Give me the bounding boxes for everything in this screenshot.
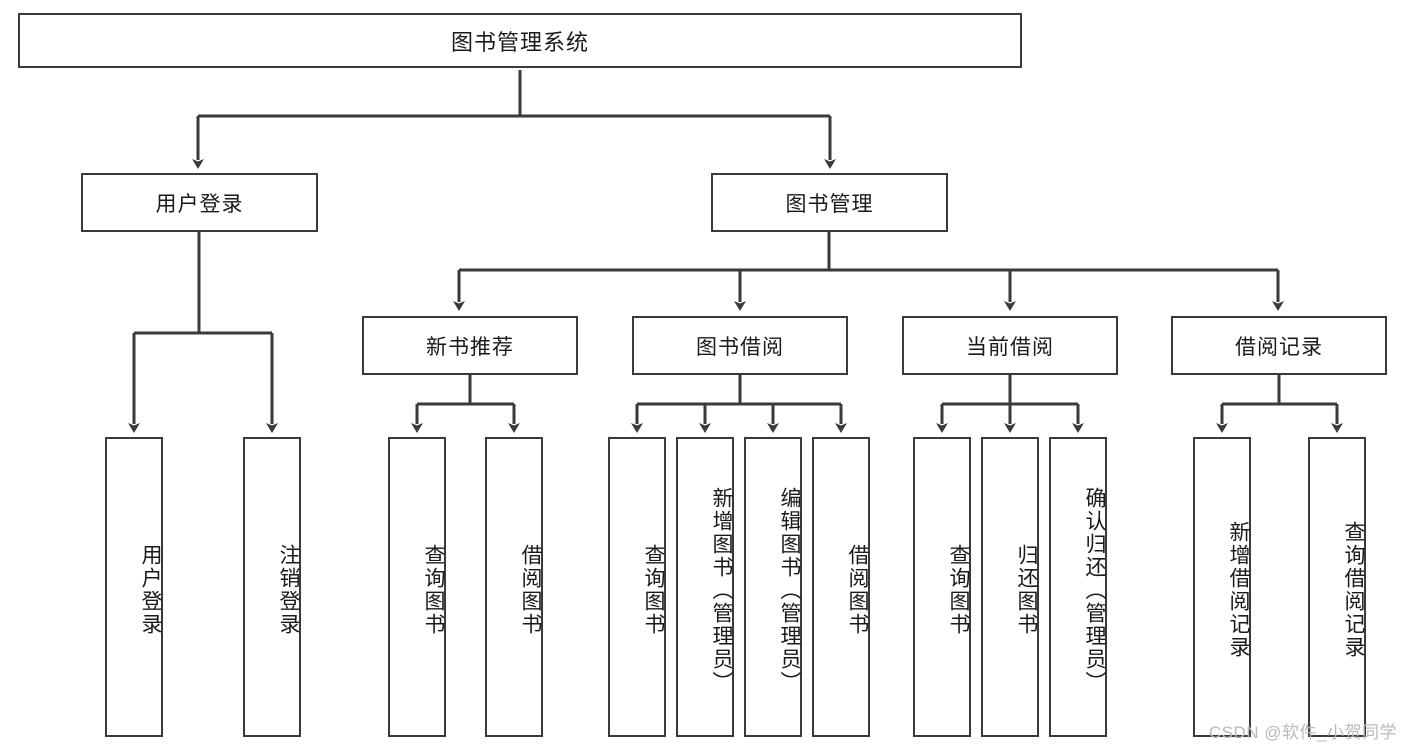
leaf-book-borrow-query[interactable]: 查询图书 (608, 437, 666, 737)
node-label: 查询图书 (947, 544, 970, 636)
node-label: 借阅记录 (1235, 335, 1323, 359)
node-user-login[interactable]: 用户登录 (81, 173, 318, 232)
node-label: 查询借阅记录 (1342, 521, 1365, 659)
node-label: 编辑图书（管理员） (778, 486, 801, 694)
node-label: 借阅图书 (519, 544, 542, 636)
node-label: 新书推荐 (426, 335, 514, 359)
node-label: 归还图书 (1015, 544, 1038, 636)
leaf-current-borrow-query[interactable]: 查询图书 (913, 437, 971, 737)
leaf-new-book-borrow[interactable]: 借阅图书 (485, 437, 543, 737)
node-label: 图书借阅 (696, 335, 784, 359)
node-label: 用户登录 (155, 192, 244, 216)
node-book-borrow[interactable]: 图书借阅 (632, 316, 848, 375)
watermark-text: CSDN @软件_小贺同学 (1208, 723, 1397, 742)
leaf-user-login-login[interactable]: 用户登录 (105, 437, 163, 737)
node-label: 借阅图书 (846, 544, 869, 636)
leaf-borrow-record-query[interactable]: 查询借阅记录 (1308, 437, 1366, 737)
node-label: 新增借阅记录 (1227, 521, 1250, 659)
node-label: 查询图书 (642, 544, 665, 636)
node-label: 图书管理系统 (450, 29, 589, 55)
node-current-borrow[interactable]: 当前借阅 (902, 316, 1118, 375)
leaf-borrow-record-add[interactable]: 新增借阅记录 (1193, 437, 1251, 737)
node-book-management[interactable]: 图书管理 (711, 173, 948, 232)
leaf-new-book-query[interactable]: 查询图书 (388, 437, 446, 737)
leaf-book-borrow-add[interactable]: 新增图书（管理员） (676, 437, 734, 737)
node-label: 确认归还（管理员） (1083, 486, 1106, 694)
leaf-current-borrow-confirm-return[interactable]: 确认归还（管理员） (1049, 437, 1107, 737)
node-new-book-recommend[interactable]: 新书推荐 (362, 316, 578, 375)
node-label: 新增图书（管理员） (710, 486, 733, 694)
node-root-system[interactable]: 图书管理系统 (18, 13, 1022, 68)
leaf-current-borrow-return[interactable]: 归还图书 (981, 437, 1039, 737)
leaf-book-borrow-edit[interactable]: 编辑图书（管理员） (744, 437, 802, 737)
leaf-user-login-logout[interactable]: 注销登录 (243, 437, 301, 737)
leaf-book-borrow-borrow[interactable]: 借阅图书 (812, 437, 870, 737)
node-label: 图书管理 (785, 192, 874, 216)
node-label: 注销登录 (277, 544, 300, 636)
node-borrow-record[interactable]: 借阅记录 (1171, 316, 1387, 375)
node-label: 查询图书 (422, 544, 445, 636)
node-label: 用户登录 (139, 544, 162, 636)
node-label: 当前借阅 (966, 335, 1054, 359)
